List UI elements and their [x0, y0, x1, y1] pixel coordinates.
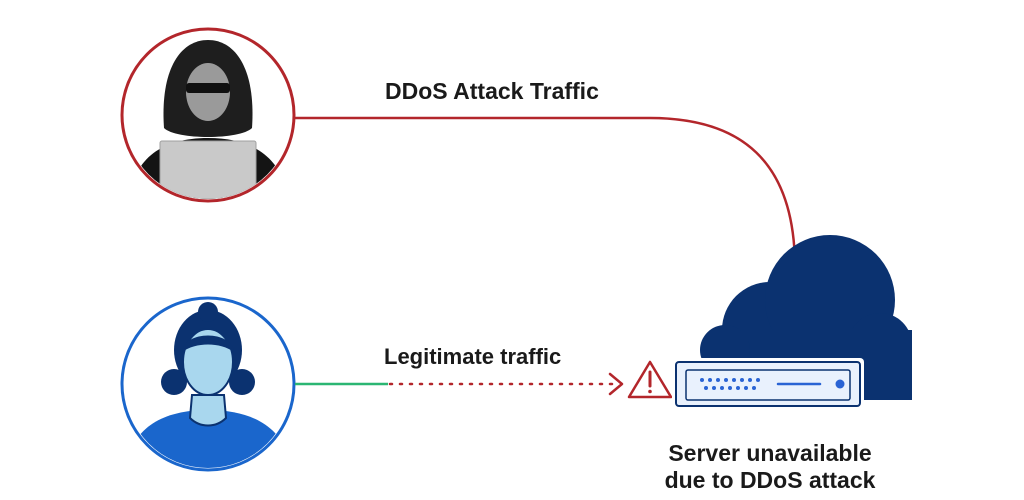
user-avatar-icon: [126, 302, 292, 468]
attacker-avatar: [120, 27, 296, 203]
server-status-caption: Server unavailable due to DDoS attack: [640, 440, 900, 494]
legitimate-traffic-arrow: [295, 372, 624, 396]
server-status-line-1: Server unavailable: [668, 440, 872, 466]
legitimate-traffic-label: Legitimate traffic: [384, 344, 562, 369]
user-avatar: [120, 296, 296, 472]
attack-traffic-arrow: [295, 116, 808, 272]
warning-triangle-icon: [627, 360, 673, 399]
attack-traffic-label: DDoS Attack Traffic: [385, 78, 599, 104]
server-vents: [700, 378, 760, 390]
server-icon: [672, 358, 864, 410]
server-status-line-2: due to DDoS attack: [664, 467, 876, 493]
